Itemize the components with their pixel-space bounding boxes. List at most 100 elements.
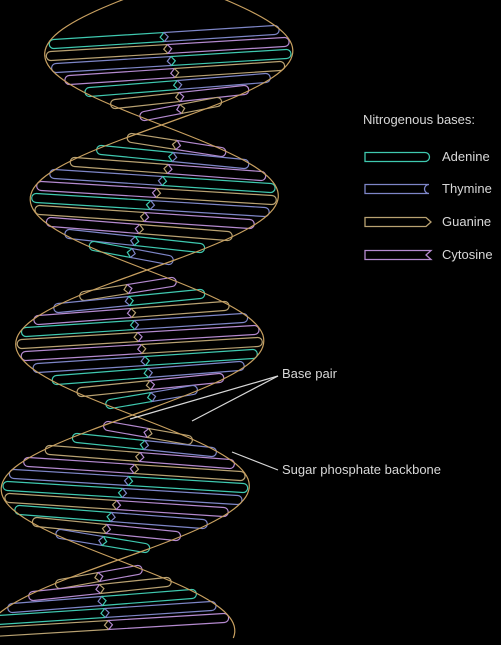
base-segment [96,144,175,163]
base-pair-rung [48,24,280,50]
base-segment [105,391,154,410]
base-segment [146,360,245,379]
base-segment [33,307,134,326]
base-pair-leader-line [191,375,279,422]
base-pair-rung [53,288,206,314]
base-segment [178,96,223,115]
legend-item-adenine: Adenine [364,148,501,166]
base-segment [98,576,172,595]
backbone-label: Sugar phosphate backbone [282,462,442,477]
base-segment [126,132,179,151]
base-segment [49,168,165,187]
base-segment [132,312,249,331]
base-segment [31,516,109,535]
legend-label-thymine: Thymine [442,181,492,196]
base-segment [0,619,111,638]
legend-item-thymine: Thymine [364,180,501,198]
base-pair-rung [20,336,263,362]
base-segment [166,36,290,55]
base-segment [175,72,271,91]
base-pair-rung [28,576,172,602]
base-pair-rung [44,444,235,470]
base-segment [51,367,150,386]
backbone-leader-line [231,451,279,471]
base-segment [64,228,137,247]
base-segment [69,156,170,175]
base-pair-rung [0,612,230,638]
base-pair-rung [64,228,206,254]
base-segment [114,499,229,518]
base-pair-rung [76,372,225,398]
guanine-swatch-icon [364,216,432,228]
base-segment [149,384,198,403]
base-segment [104,523,182,542]
base-segment [55,528,105,547]
base-segment [160,175,276,194]
base-segment [138,451,235,470]
base-segment [4,492,119,511]
base-segment [169,48,292,67]
base-pair-leader-line [129,375,279,420]
base-pair-rung [32,348,258,374]
base-segment [148,372,225,391]
base-segment [54,571,102,590]
base-pairs [0,24,292,638]
base-segment [170,151,250,170]
base-segment [32,355,147,374]
base-segment [7,595,104,614]
base-segment [132,235,206,254]
backbone-strand-2 [0,0,279,614]
base-segment [0,607,107,626]
base-pair-rung [45,216,233,242]
base-pair-rung [96,144,250,170]
base-segment [14,504,113,523]
base-segment [31,192,153,211]
base-segment [126,475,249,494]
legend-item-guanine: Guanine [364,213,501,231]
base-pair-rung [4,492,229,518]
legend-label-adenine: Adenine [442,149,490,164]
base-pair-rung [31,516,182,542]
base-segment [76,379,153,398]
base-segment [103,420,151,439]
base-segment [84,79,180,98]
base-segment [142,439,217,458]
base-segment [142,211,255,230]
base-segment [45,43,170,62]
base-segment [44,444,142,463]
base-pair-rung [49,168,276,194]
base-segment [103,600,217,619]
thymine-swatch-icon [364,183,430,195]
base-pair-rung [55,528,151,554]
base-pair-rung [110,84,250,110]
base-pair-rung [7,588,197,614]
base-segment [88,240,134,259]
base-segment [177,84,250,103]
base-segment [16,331,140,350]
base-segment [53,295,132,314]
base-segment [79,283,131,302]
base-pair-rung [14,504,208,530]
base-segment [162,24,280,43]
base-pair-label: Base pair [282,366,337,381]
base-pair-rung [139,96,223,122]
base-segment [127,288,206,307]
base-segment [139,103,184,122]
base-pair-rung [51,360,245,386]
base-pair-rung [88,240,174,266]
base-segment [110,91,182,110]
cytosine-swatch-icon [364,249,433,261]
base-segment [45,216,142,235]
base-segment [71,432,147,451]
base-pair-rung [20,312,249,338]
base-segment [100,588,197,607]
base-segment [140,336,263,355]
base-segment [129,247,174,266]
base-pair-rung [2,480,243,506]
base-segment [174,139,227,158]
base-segment [154,187,277,206]
base-segment [64,67,177,86]
base-pair-rung [64,60,286,86]
backbone-strand-1 [0,0,294,639]
